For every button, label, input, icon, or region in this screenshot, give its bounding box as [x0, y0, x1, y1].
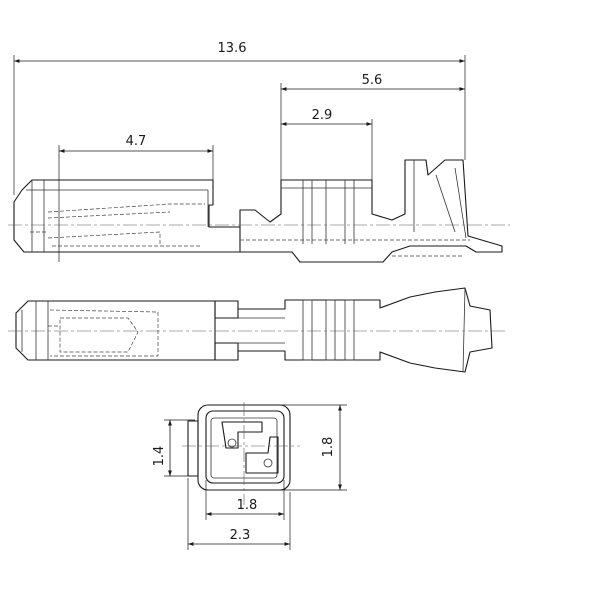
overall-length-label: 13.6 [218, 41, 247, 56]
side-view [8, 159, 510, 263]
dimension-overall-length: 13.6 [13, 41, 466, 195]
top-view [8, 287, 505, 373]
contact-length-label: 4.7 [126, 134, 147, 149]
outer-height-label: 1.8 [321, 437, 336, 458]
inner-height-label: 1.4 [152, 446, 167, 467]
crimp-length-label: 5.6 [362, 73, 383, 88]
outer-width-label: 2.3 [230, 528, 251, 543]
dimension-outer-width: 2.3 [187, 478, 291, 550]
dimension-inner-width: 1.8 [205, 480, 285, 520]
inner-width-label: 1.8 [237, 498, 258, 513]
dimension-outer-height: 1.8 [270, 404, 347, 491]
dimension-wire-crimp-length: 2.9 [281, 108, 373, 180]
front-view [182, 402, 300, 505]
dimension-contact-length: 4.7 [58, 134, 214, 262]
wire-crimp-length-label: 2.9 [312, 108, 333, 123]
dimension-inner-height: 1.4 [152, 419, 195, 477]
dimension-crimp-length: 5.6 [280, 73, 465, 180]
